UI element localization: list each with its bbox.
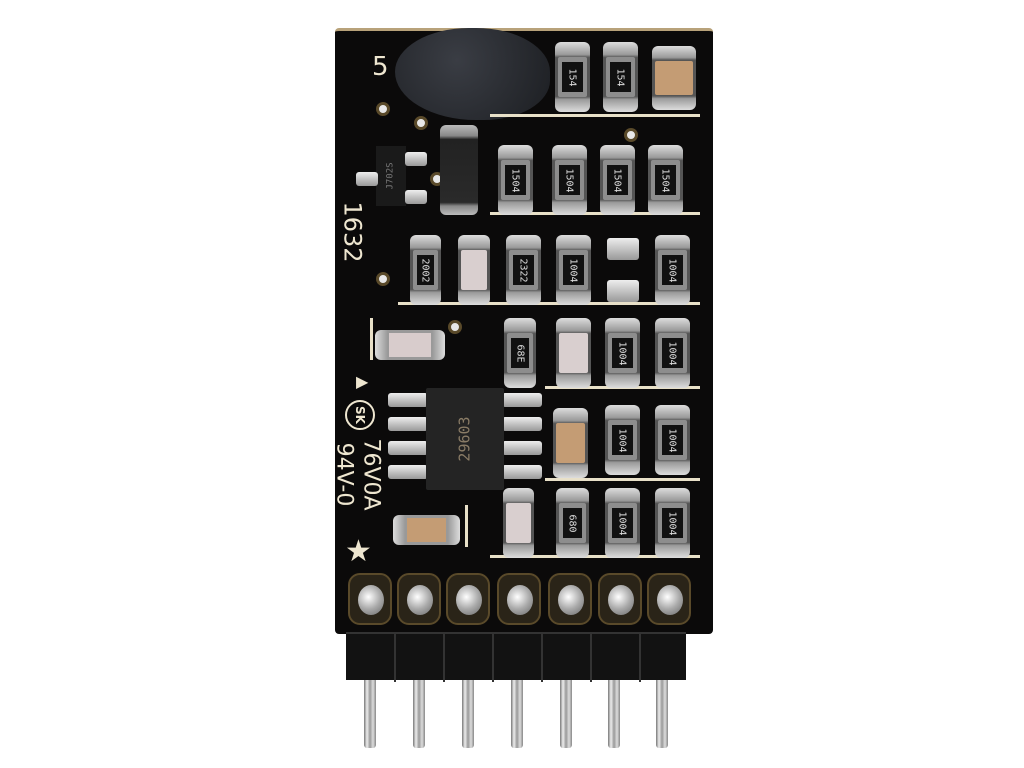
empty-pad [607,280,639,302]
triangle-marker-icon: ▶ [356,372,369,391]
component-marking: 1004 [667,340,678,366]
resistor: 1004 [556,235,591,305]
resistor: 2002 [410,235,441,305]
resistor: 1504 [552,145,587,215]
ic-pin [388,441,428,455]
via [376,272,390,286]
resistor: 1004 [605,318,640,388]
component-marking: 1504 [564,167,575,193]
resistor: 680 [556,488,589,558]
transistor-lead [356,172,378,186]
header-pin [413,680,425,748]
ic-pin [388,465,428,479]
star-icon: ★ [345,534,372,569]
resistor: 1004 [655,318,690,388]
capacitor [458,235,490,305]
component-marking: 154 [615,67,626,87]
component-marking: 1504 [510,167,521,193]
resistor: 1004 [655,488,690,558]
resistor: 154 [603,42,638,112]
component-marking: 1504 [612,167,623,193]
silk-line [545,478,700,481]
solder-pad [598,573,642,625]
transistor-lead [405,152,427,166]
ic-pin [388,417,428,431]
resistor: 154 [555,42,590,112]
solder-pad [446,573,490,625]
capacitor [503,488,534,558]
pin-header [346,632,686,682]
component-marking: 1004 [617,427,628,453]
transistor: J702S [376,146,406,206]
logo: SK [345,400,375,430]
component-marking: 1004 [617,510,628,536]
header-pin [511,680,523,748]
solder-pad [497,573,541,625]
header-pin [364,680,376,748]
resistor: 1504 [600,145,635,215]
resistor: 1004 [655,235,690,305]
component-marking: 1004 [667,257,678,283]
capacitor [553,408,588,478]
component-marking: 680 [567,513,578,533]
resistor: 1004 [655,405,690,475]
resistor: 1504 [498,145,533,215]
ic-marking: 29603 [456,416,474,462]
component-marking: 1004 [568,257,579,283]
silk-line [490,555,700,558]
via [414,116,428,130]
via [624,128,638,142]
capacitor [375,330,445,360]
transistor-marking: J702S [386,162,396,190]
component-marking: 2002 [420,257,431,283]
ic-pin [502,465,542,479]
resistor: 1504 [648,145,683,215]
via [376,102,390,116]
solder-pad [548,573,592,625]
ic-pin [388,393,428,407]
solder-pad [397,573,441,625]
resistor: 1004 [605,488,640,558]
component-marking: 1004 [667,427,678,453]
silk-number: 5 [372,52,389,82]
cert-line1: 76V0A [358,438,384,511]
capacitor [556,318,591,388]
resistor: 68E [504,318,536,388]
ic-pin [502,441,542,455]
component-marking: 68E [514,343,526,363]
epoxy-blob [395,28,550,120]
logo-text: SK [353,406,367,424]
silk-bracket [370,318,373,360]
header-pin [462,680,474,748]
capacitor [652,46,696,110]
silk-line [490,212,700,215]
solder-pad [647,573,691,625]
resistor: 2322 [506,235,541,305]
via [448,320,462,334]
silk-line [398,302,700,305]
transistor-lead [405,190,427,204]
silk-bracket [465,505,468,547]
ic-pin [502,417,542,431]
cert-line2: 94V-0 [331,442,357,507]
capacitor [393,515,460,545]
component-marking: 1004 [667,510,678,536]
header-pin [608,680,620,748]
component-marking: 1004 [617,340,628,366]
date-code: 1632 [338,201,367,263]
component-marking: 154 [567,67,578,87]
component-marking: 1504 [660,167,671,193]
header-pin [656,680,668,748]
ic-pin [502,393,542,407]
silk-line [490,114,700,117]
diode [440,125,478,215]
ic-chip: 29603 [426,388,504,490]
empty-pad [607,238,639,260]
resistor: 1004 [605,405,640,475]
solder-pad [348,573,392,625]
component-marking: 2322 [518,257,529,283]
header-pin [560,680,572,748]
